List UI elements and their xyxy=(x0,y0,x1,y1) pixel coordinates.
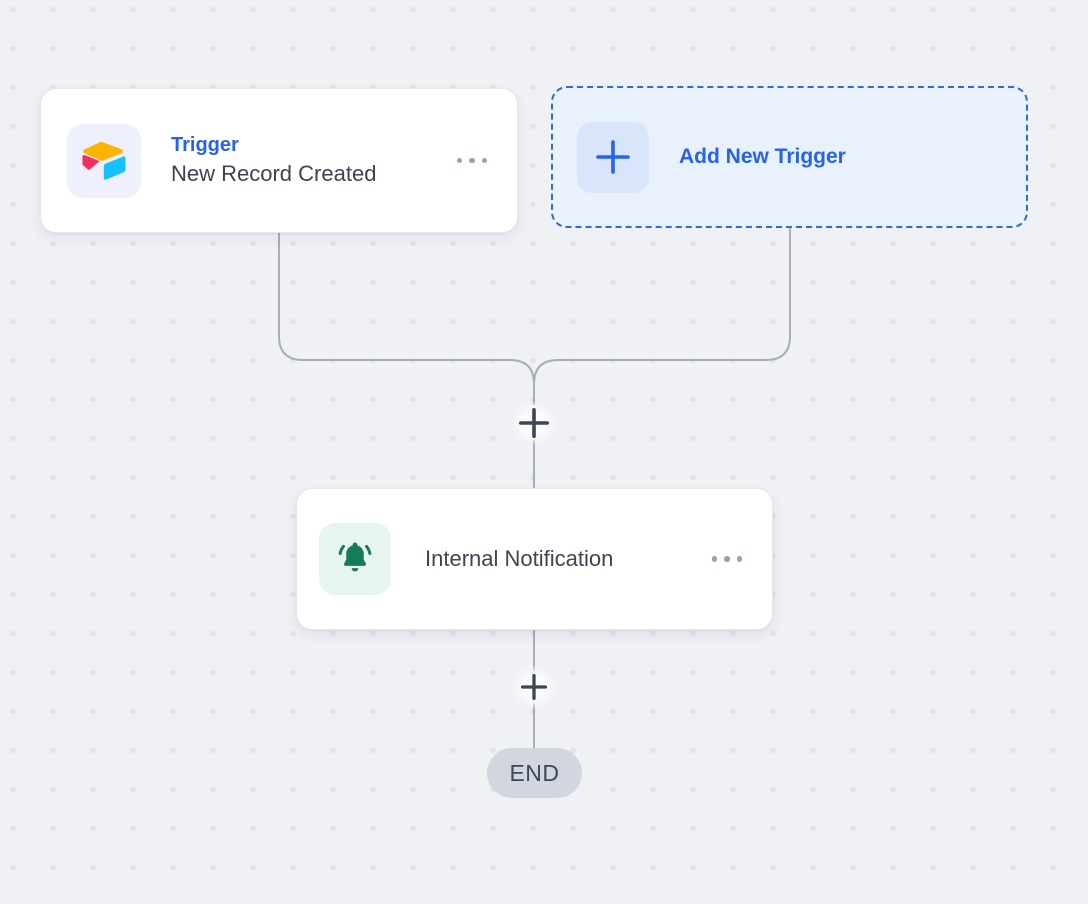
trigger-subtitle: New Record Created xyxy=(171,161,377,186)
end-node: END xyxy=(487,748,582,798)
plus-icon xyxy=(521,674,547,700)
add-new-trigger-button[interactable]: Add New Trigger xyxy=(551,86,1028,228)
add-step-button[interactable] xyxy=(512,401,556,445)
trigger-node-card[interactable]: Trigger New Record Created xyxy=(40,88,518,233)
plus-icon xyxy=(577,121,649,193)
end-label: END xyxy=(509,759,560,786)
internal-notification-node-card[interactable]: Internal Notification xyxy=(296,488,773,630)
add-new-trigger-label: Add New Trigger xyxy=(679,145,846,168)
bell-icon xyxy=(319,523,391,595)
trigger-title: Trigger xyxy=(171,134,239,156)
ellipsis-icon[interactable] xyxy=(710,550,745,568)
add-step-button[interactable] xyxy=(512,665,556,709)
internal-notification-label: Internal Notification xyxy=(425,546,614,571)
trigger-text-block: Trigger New Record Created xyxy=(171,134,376,187)
plus-icon xyxy=(519,408,549,438)
ellipsis-icon[interactable] xyxy=(455,152,490,170)
airtable-icon xyxy=(67,123,141,198)
